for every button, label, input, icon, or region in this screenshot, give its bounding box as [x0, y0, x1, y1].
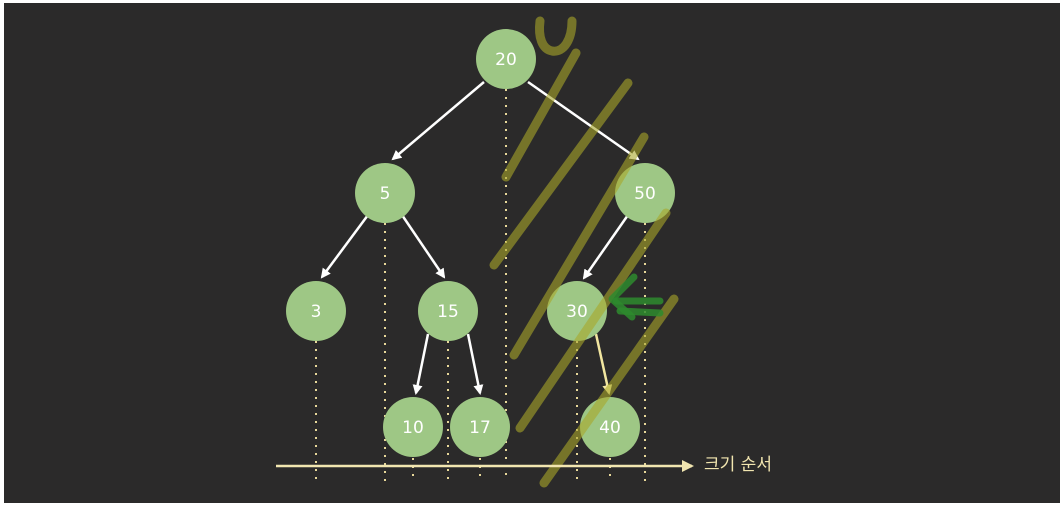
- node-label-5: 5: [380, 184, 391, 204]
- diagram-canvas: 20 5 50 3 15 30 10 17 40 크기 순서: [4, 3, 1060, 503]
- node-label-30: 30: [566, 302, 588, 322]
- node-5: [355, 163, 415, 223]
- pointer-arrow-annotation: [608, 273, 664, 321]
- hatch-stroke-5: [539, 294, 679, 488]
- pointer-arrow-shaft-2: [616, 307, 664, 317]
- edge-5-15: [400, 214, 446, 279]
- size-order-axis-label: 크기 순서: [704, 455, 772, 475]
- node-15: [418, 281, 478, 341]
- node-label-15: 15: [437, 302, 459, 322]
- hatch-stroke-1: [501, 48, 581, 182]
- hatch-stroke-4: [515, 208, 671, 433]
- edge-30-40: [594, 333, 613, 395]
- edge-5-3: [320, 214, 370, 279]
- bst-diagram: 20 5 50 3 15 30 10 17 40 크기 순서: [276, 16, 772, 488]
- edge-15-10: [412, 333, 430, 395]
- node-label-3: 3: [311, 302, 322, 322]
- node-label-10: 10: [402, 418, 424, 438]
- node-label-20: 20: [495, 50, 517, 70]
- guide-lines: [315, 89, 646, 481]
- node-label-17: 17: [469, 418, 491, 438]
- node-20: [476, 29, 536, 89]
- node-3: [286, 281, 346, 341]
- tree-edges: [320, 80, 640, 395]
- hatch-annotation: [489, 16, 679, 488]
- edge-15-17: [466, 333, 484, 395]
- node-label-50: 50: [634, 184, 656, 204]
- hatch-stroke-2: [489, 78, 633, 270]
- edge-20-50: [527, 80, 640, 161]
- edge-20-5: [391, 81, 485, 161]
- hatch-stroke-3: [509, 132, 649, 360]
- edge-50-30: [582, 214, 630, 280]
- node-10: [383, 397, 443, 457]
- node-50: [615, 163, 675, 223]
- node-labels: 20 5 50 3 15 30 10 17 40: [311, 50, 656, 438]
- node-17: [450, 397, 510, 457]
- node-label-40: 40: [599, 418, 621, 438]
- hatch-stroke-hook: [535, 16, 577, 56]
